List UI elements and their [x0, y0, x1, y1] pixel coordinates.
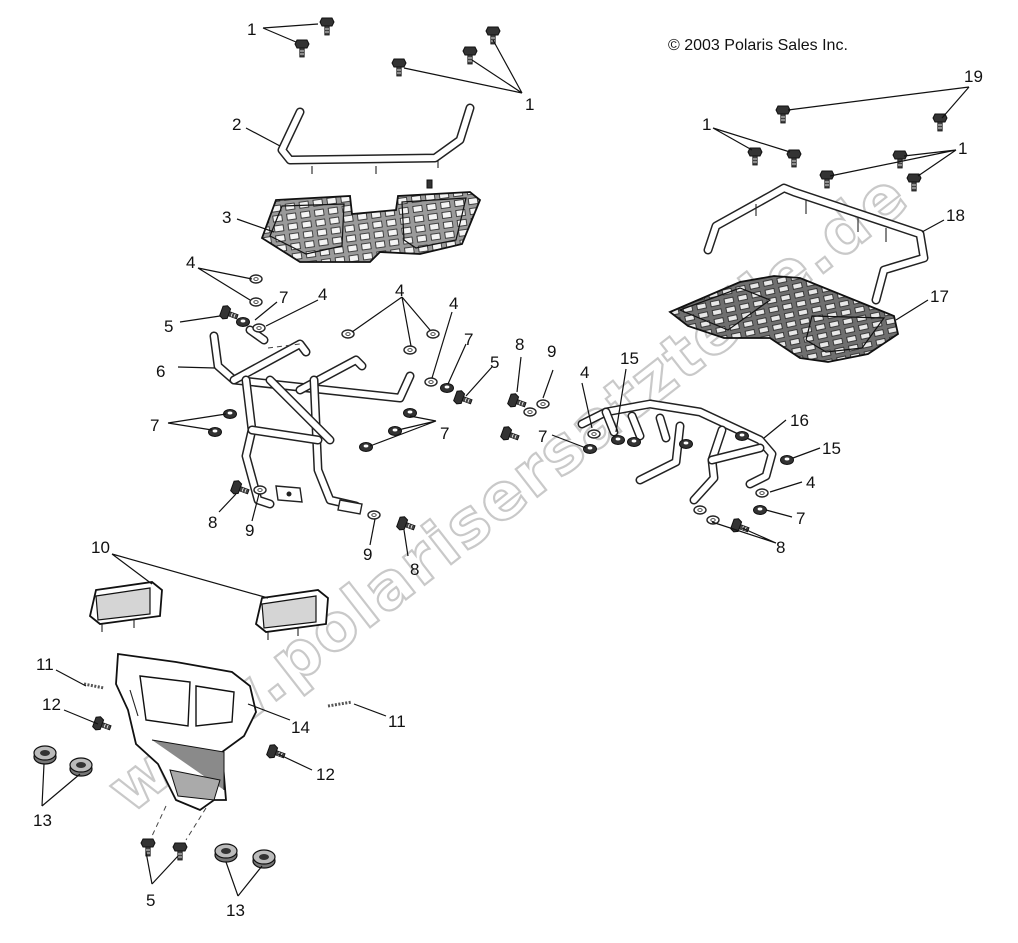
callout-9: 9	[547, 342, 556, 361]
callout-4: 4	[806, 473, 815, 492]
callout-11: 11	[388, 712, 406, 731]
part-2-front-rail	[277, 103, 475, 174]
callout-17: 17	[930, 287, 949, 306]
callout-5: 5	[490, 353, 499, 372]
front-rack-hardware	[208, 17, 501, 535]
part-3-front-rack-mat	[260, 191, 482, 263]
callout-13: 13	[226, 901, 245, 920]
callout-13: 13	[33, 811, 52, 830]
callout-7: 7	[279, 288, 288, 307]
callout-4: 4	[449, 294, 458, 313]
callout-15: 15	[620, 349, 639, 368]
callout-7: 7	[440, 424, 449, 443]
callout-12: 12	[42, 695, 61, 714]
callout-5: 5	[164, 317, 173, 336]
callout-7: 7	[464, 330, 473, 349]
callout-9: 9	[245, 521, 254, 540]
copyright-text: © 2003 Polaris Sales Inc.	[668, 37, 848, 54]
part-16-rear-rack-frame	[577, 399, 777, 505]
callout-7: 7	[538, 427, 547, 446]
callout-6: 6	[156, 362, 165, 381]
callout-12: 12	[316, 765, 335, 784]
callout-4: 4	[186, 253, 195, 272]
callout-7: 7	[796, 509, 805, 528]
callout-2: 2	[232, 115, 241, 134]
callout-16: 16	[790, 411, 809, 430]
front-panel-hardware	[33, 682, 353, 869]
callout-18: 18	[946, 206, 965, 225]
callout-8: 8	[410, 560, 419, 579]
callout-3: 3	[222, 208, 231, 227]
part-6-front-rack-frame	[209, 325, 415, 515]
callout-8: 8	[208, 513, 217, 532]
callout-10: 10	[91, 538, 110, 557]
callout-1: 1	[247, 20, 256, 39]
callout-9: 9	[363, 545, 372, 564]
callout-15: 15	[822, 439, 841, 458]
callout-8: 8	[776, 538, 785, 557]
leader-lines	[41, 23, 970, 897]
callout-4: 4	[318, 285, 327, 304]
small-pin	[426, 179, 433, 189]
part-10-headlights	[88, 581, 329, 640]
callout-19: 19	[964, 67, 983, 86]
callout-1: 1	[525, 95, 534, 114]
callout-8: 8	[515, 335, 524, 354]
callout-1: 1	[702, 115, 711, 134]
part-18-rear-rail	[703, 183, 929, 305]
part-14-front-panel	[115, 652, 257, 841]
callout-labels: 1 1 2 3 4 5 7 4 4 4 7 5 6 7 7 8 9 9 8 8 …	[33, 20, 983, 920]
callout-1: 1	[958, 139, 967, 158]
callout-11: 11	[36, 655, 54, 674]
callout-7: 7	[150, 416, 159, 435]
callout-5: 5	[146, 891, 155, 910]
part-17-rear-rack-mat	[668, 275, 900, 363]
callout-4: 4	[580, 363, 589, 382]
callout-14: 14	[291, 718, 310, 737]
callout-4: 4	[395, 281, 404, 300]
